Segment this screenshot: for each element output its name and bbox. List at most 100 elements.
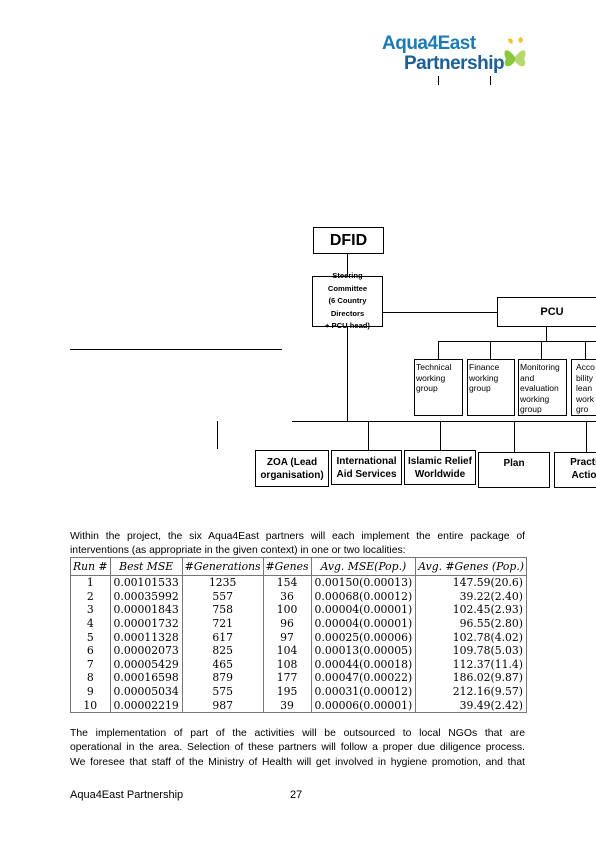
cell-run: 8: [70, 671, 111, 685]
partnership-logo: Aqua4East Partnership: [382, 33, 532, 79]
cell-genes: 154: [262, 575, 312, 590]
cell-generations: 721: [181, 616, 264, 631]
cell-run: 4: [70, 616, 111, 631]
wg2-line-2: working: [469, 372, 499, 383]
header-genes: #Genes: [262, 557, 312, 576]
cell-generations: 758: [181, 603, 264, 617]
pcu-down-connector: [546, 327, 547, 341]
irw-line-2: Worldwide: [414, 468, 466, 480]
wg4-line-4: work: [576, 393, 594, 404]
header-avg-genes: Avg. #Genes (Pop.): [415, 557, 527, 576]
table-row: 3 0.00001843 758 100 0.00004(0.00001) 10…: [70, 603, 527, 617]
plan-label: Plan: [503, 458, 525, 469]
cell-genes: 36: [262, 589, 312, 604]
logo-line-1: Aqua4East: [382, 33, 476, 54]
dfid-box: DFID: [313, 227, 384, 254]
table-row: 10 0.00002219 987 39 0.00006(0.00001) 39…: [70, 698, 527, 713]
cell-avg-mse: 0.00068(0.00012): [310, 589, 417, 604]
cell-genes: 177: [262, 671, 312, 685]
cell-generations: 617: [181, 630, 264, 644]
wg-tick-2: [490, 341, 491, 359]
cell-run: 6: [70, 643, 111, 658]
wg3-line-5: group: [520, 404, 542, 414]
cell-best-mse: 0.00001843: [109, 603, 183, 617]
wg4-line-5: gro: [576, 404, 589, 414]
cell-avg-genes: 109.78(5.03): [415, 643, 527, 658]
pa-line-1: Practi: [570, 457, 596, 468]
table-header-row: Run # Best MSE #Generations #Genes Avg. …: [70, 557, 527, 576]
partner-tick-5: [586, 421, 587, 452]
cell-generations: 879: [181, 671, 264, 685]
cell-best-mse: 0.00101533: [109, 575, 183, 590]
wg4-line-2: bility: [576, 372, 594, 383]
working-groups-bar: [438, 341, 596, 342]
wg3-line-4: working: [520, 393, 550, 404]
accountability-learning-working-group: Acco bility lean work gro: [571, 359, 596, 416]
pa-line-2: Actio: [571, 470, 596, 481]
cell-avg-genes: 186.02(9.87): [415, 671, 527, 685]
cell-generations: 557: [181, 589, 264, 604]
header-generations: #Generations: [181, 557, 264, 576]
footer-left: Aqua4East Partnership: [70, 789, 184, 801]
header-best-mse: Best MSE: [109, 557, 183, 576]
cell-best-mse: 0.00001732: [109, 616, 183, 631]
finance-working-group: Finance working group: [467, 359, 515, 416]
steering-down-connector: [347, 327, 348, 421]
wg2-line-1: Finance: [469, 362, 500, 372]
wg4-line-1: Acco: [576, 362, 595, 372]
wg2-line-3: group: [469, 383, 491, 393]
table-row: 4 0.00001732 721 96 0.00004(0.00001) 96.…: [70, 616, 527, 631]
butterfly-icon: [504, 37, 526, 67]
partner-tick-2: [368, 421, 369, 450]
cell-best-mse: 0.00011328: [109, 630, 183, 644]
cell-run: 10: [70, 698, 111, 713]
cell-run: 3: [70, 603, 111, 617]
zoa-line-2: organisation): [260, 469, 324, 481]
cell-run: 1: [70, 575, 111, 590]
wg4-line-3: lean: [576, 383, 593, 393]
cell-best-mse: 0.00002073: [109, 643, 183, 658]
cell-avg-mse: 0.00013(0.00005): [310, 643, 417, 658]
wg1-line-2: working: [416, 372, 446, 383]
paragraph-2-line-3: We foresee that staff of the Ministry of…: [70, 757, 525, 768]
header-avg-mse: Avg. MSE(Pop.): [310, 557, 417, 576]
ias-line-1: International: [336, 455, 397, 467]
steering-pcu-connector: [383, 312, 497, 313]
cell-avg-mse: 0.00150(0.00013): [310, 575, 417, 590]
logo-line-2: Partnership: [404, 53, 505, 74]
paragraph-2-line-1: The implementation of part of the activi…: [70, 728, 525, 739]
paragraph-2: The implementation of part of the activi…: [70, 723, 525, 783]
cell-avg-mse: 0.00031(0.00012): [310, 684, 417, 699]
logo-tick-left: [438, 76, 439, 85]
paragraph-1-line-1: Within the project, the six Aqua4East pa…: [70, 531, 525, 542]
cell-avg-genes: 212.16(9.57): [415, 684, 527, 699]
cell-best-mse: 0.00016598: [109, 671, 183, 685]
technical-working-group: Technical working group: [414, 359, 463, 416]
cell-avg-mse: 0.00004(0.00001): [310, 616, 417, 631]
table-row: 7 0.00005429 465 108 0.00044(0.00018) 11…: [70, 657, 527, 672]
partner-tick-4: [514, 421, 515, 452]
logo-tick-right: [490, 76, 491, 85]
header-run: Run #: [70, 557, 111, 576]
irw-line-1: Islamic Relief: [408, 455, 472, 467]
cell-avg-genes: 102.45(2.93): [415, 603, 527, 617]
partners-bar: [292, 421, 596, 422]
cell-avg-mse: 0.00047(0.00022): [310, 671, 417, 685]
cell-avg-mse: 0.00025(0.00006): [310, 630, 417, 644]
cell-genes: 97: [262, 630, 312, 644]
cell-run: 7: [70, 657, 111, 672]
cell-genes: 100: [262, 603, 312, 617]
cell-generations: 1235: [181, 575, 264, 590]
cell-best-mse: 0.00005034: [109, 684, 183, 699]
wg3-line-1: Monitoring: [520, 362, 560, 372]
zoa-line-1: ZOA (Lead: [266, 456, 318, 468]
cell-genes: 195: [262, 684, 312, 699]
table-row: 5 0.00011328 617 97 0.00025(0.00006) 102…: [70, 630, 527, 644]
cell-best-mse: 0.00005429: [109, 657, 183, 672]
wg3-line-2: and: [520, 372, 535, 383]
cell-avg-genes: 39.22(2.40): [415, 589, 527, 604]
cell-generations: 987: [181, 698, 264, 713]
cell-best-mse: 0.00002219: [109, 698, 183, 713]
partner-plan: Plan: [478, 452, 550, 488]
partner-international-aid-services: International Aid Services: [331, 450, 402, 485]
